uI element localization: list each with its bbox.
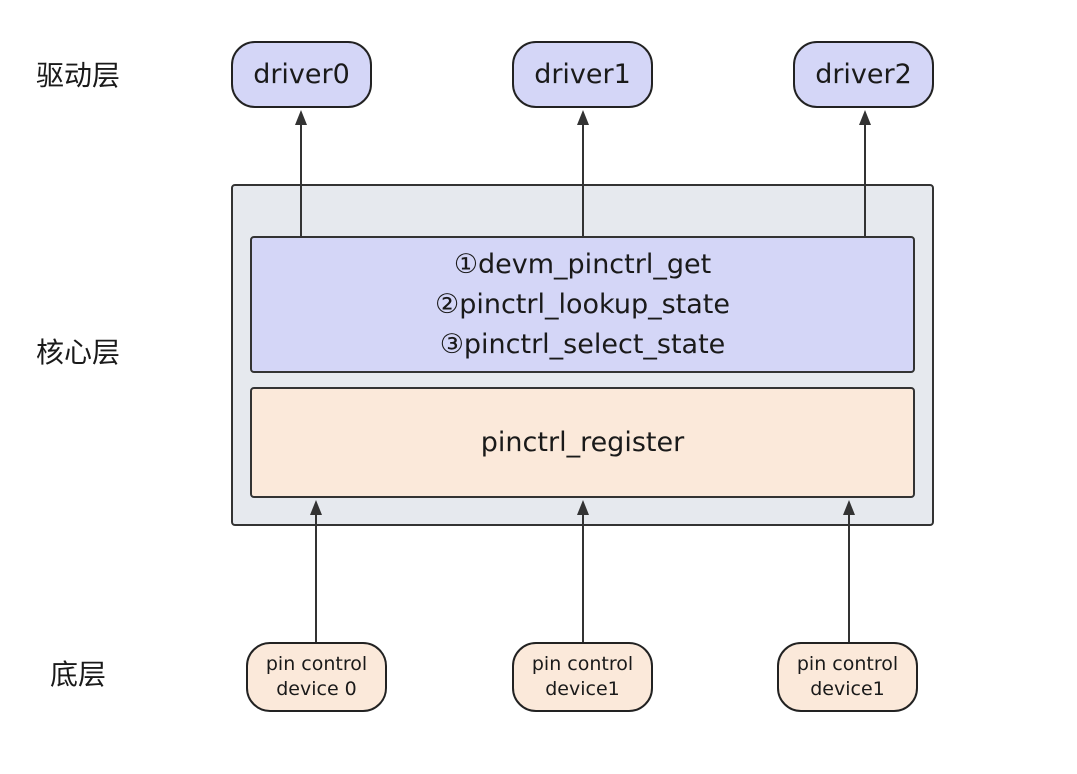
device-node-line2: device1 [545,678,620,700]
driver-node-2: driver2 [793,41,934,108]
arrow-device0-to-register [310,500,322,642]
device-node-line1: pin control [265,653,368,675]
arrow-api-to-driver2 [859,110,871,236]
arrow-api-to-driver1 [577,110,589,236]
driver-node-0: driver0 [231,41,372,108]
device-node-1: pin control device1 [512,642,653,712]
driver-node-label: driver0 [253,59,350,90]
device-node-2: pin control device1 [777,642,918,712]
arrow-api-to-driver0 [295,110,307,236]
arrow-device2-to-register [843,500,855,642]
api-step-2: ②pinctrl_lookup_state [435,288,730,320]
driver-node-label: driver1 [534,59,631,90]
driver-node-1: driver1 [512,41,653,108]
device-node-line1: pin control [531,653,634,675]
core-layer-label: 核心层 [36,336,121,369]
device-node-line2: device 0 [276,678,357,700]
arrow-device1-to-register [577,500,589,642]
pinctrl-register-label: pinctrl_register [480,427,685,458]
pinctrl-api-box: ①devm_pinctrl_get ②pinctrl_lookup_state … [250,236,915,373]
device-node-line2: device1 [810,678,885,700]
api-step-1: ①devm_pinctrl_get [453,248,712,280]
device-node-0: pin control device 0 [246,642,387,712]
pinctrl-register-box: pinctrl_register [250,387,915,498]
api-step-3: ③pinctrl_select_state [439,328,726,360]
driver-layer-label: 驱动层 [36,59,121,92]
device-node-line1: pin control [796,653,899,675]
driver-node-label: driver2 [815,59,912,90]
bottom-layer-label: 底层 [50,658,107,691]
